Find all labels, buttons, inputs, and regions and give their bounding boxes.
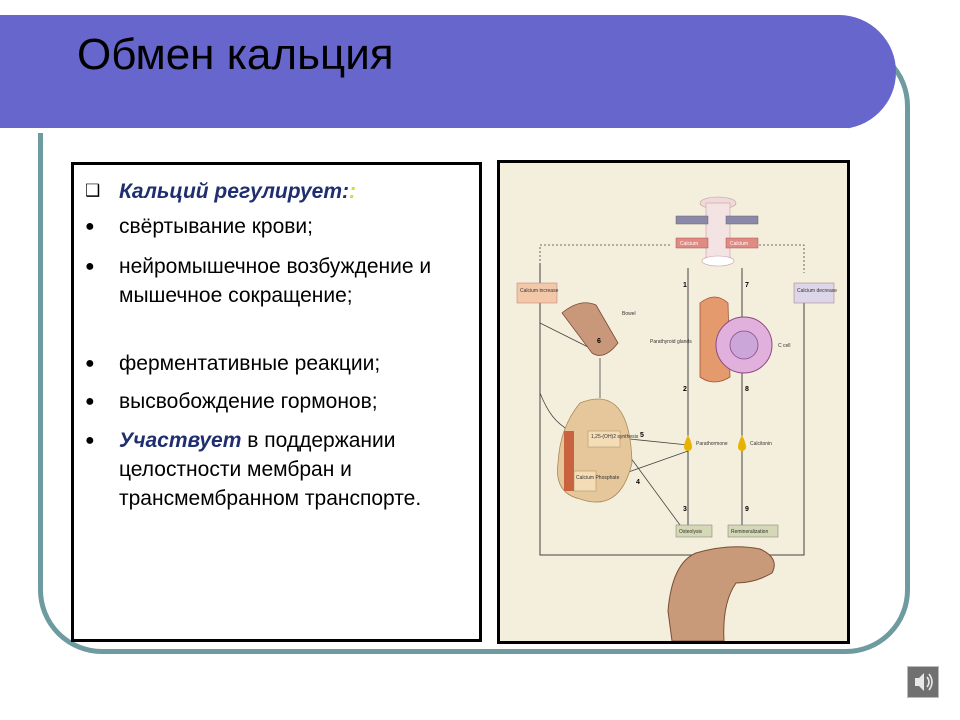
calcium-high-label: Calcium [730,241,748,247]
step-number: 6 [597,338,601,345]
step-number: 2 [683,386,687,393]
calcitonin-drop-icon [738,435,746,451]
diagram-svg: Calcium Calcium Calcium increase Calcium… [516,196,837,641]
hormone-box-left [675,215,709,225]
dot-bullet-icon: ● [85,258,95,275]
dashed-feedback-right [755,244,805,273]
step-number: 8 [745,386,749,393]
step-number: 7 [745,282,749,289]
calcium-high-box [725,237,759,249]
slide-title: Обмен кальция [77,30,394,79]
urinary-label: Calcium Phosphate [576,475,620,481]
step-number: 9 [745,506,749,513]
calcitonin-label: Calcitonin [750,441,772,447]
speaker-icon[interactable] [907,666,939,698]
dot-bullet-icon: ● [85,355,95,372]
dashed-feedback-left [539,244,670,273]
bowel-shape [561,302,619,356]
bullet-text: свёртывание крови; [119,215,313,238]
calcium-low-box [675,237,709,249]
urinary-box [573,470,597,492]
bullet-text: ферментативные реакции; [119,352,381,375]
bullet-lead: ❑ Кальций регулирует:: [85,177,474,206]
c-cell-lumen [729,330,759,360]
bullet-item: ● ферментативные реакции; [85,349,474,378]
dot-bullet-icon: ● [85,432,95,449]
bowel-label: Bowel [622,311,636,317]
pth-label: Parathormone [696,441,728,447]
step-number: 1 [683,282,687,289]
calcium-decrease-label: Calcium decrease [797,288,837,294]
kidney-path-4 [619,450,689,476]
speaker-glyph [915,673,933,691]
bullet-emphasis: Участвует [119,429,242,452]
remineralization-label: Remineralization [731,529,768,535]
blood-jar [705,202,731,262]
synthesis-label: 1,25-(OH)2 synthesis [591,434,639,440]
title-bar [0,15,896,129]
calcium-increase-box [516,282,558,304]
bullet-item: ● свёртывание крови; [85,212,474,241]
title-rule [0,128,848,133]
c-cell-label: C cell [778,343,791,349]
osteolysis-box [675,524,713,538]
hormone-box-right [725,215,759,225]
blood-jar-base [701,255,735,267]
bullet-text: высвобождение гормонов; [119,390,378,413]
calcium-low-label: Calcium [680,241,698,247]
bullet-item: ● Участвует в поддержании целостности ме… [85,426,474,513]
dot-bullet-icon: ● [85,218,95,235]
bullet-text: нейромышечное возбуждение и мышечное сок… [119,255,432,307]
calcium-increase-label: Calcium increase [520,288,559,294]
osteolysis-label: Osteolysis [679,529,703,535]
kidney-path-5 [619,437,689,446]
pth-drop-icon [684,435,692,451]
dot-bullet-icon: ● [85,393,95,410]
synthesis-box [587,430,621,448]
step-number: 5 [640,432,644,439]
checkbox-bullet-icon: ❑ [85,181,101,200]
text-panel: ❑ Кальций регулирует:: ● свёртывание кро… [71,162,482,642]
step-number: 3 [683,506,687,513]
step-number: 4 [636,479,640,486]
outer-feedback-line [539,263,805,556]
parathyroid-label: Parathyroid glands [650,339,692,345]
calcium-regulation-diagram: Calcium Calcium Calcium increase Calcium… [497,160,850,644]
bullet-item: ● нейромышечное возбуждение и мышечное с… [85,252,474,310]
bone-shape [667,546,775,641]
lead-extra-colon: : [349,180,357,203]
kidney-curve [539,392,571,432]
remineralization-box [727,524,779,538]
renal-vessel [564,431,574,491]
bullet-item: ● высвобождение гормонов; [85,387,474,416]
lead-text: Кальций регулирует: [119,180,350,203]
calcium-decrease-box [793,282,835,304]
bullet-text: в поддержании целостности мембран и тран… [119,429,422,510]
